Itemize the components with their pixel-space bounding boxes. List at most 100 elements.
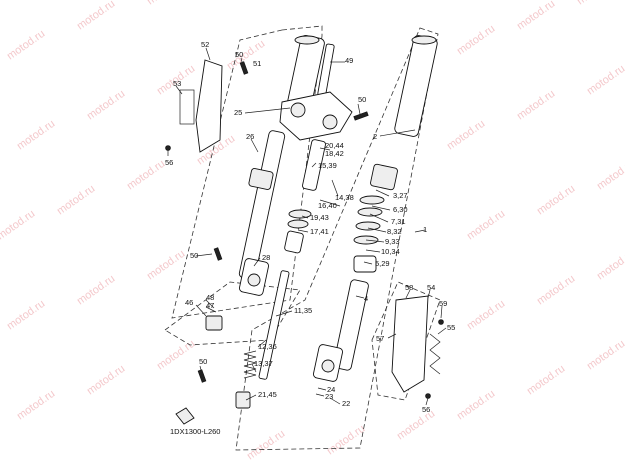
watermark-text: motod.ru [585,63,625,98]
leader-25 [244,107,291,114]
right-fork-guard [391,295,429,393]
watermark-text: motod.ru [585,338,625,373]
callout-7-31: 7,31 [391,217,406,226]
leader-13-37 [251,363,257,373]
piston-metal [353,255,377,273]
watermark-text: motod.ru [5,28,47,63]
leader-15-39 [311,162,317,168]
right-fork-assembly [313,35,438,382]
watermark-text: motod.ru [75,0,117,32]
bracket-clamp-left [290,102,306,118]
callout-3-27: 3,27 [393,191,408,200]
callout-1: 1 [423,225,427,234]
callout-9-33: 9,33 [385,237,400,246]
callout-18-42: 18,42 [325,149,344,158]
callout-6-30: 6,30 [393,205,408,214]
screw-56-left [165,145,171,151]
callout-50-left: 50 [190,251,198,260]
watermark-text: motod.ru [395,408,437,443]
watermark-text: motod.ru [595,158,625,193]
drain-bolt [205,315,223,331]
left-axle-hole [247,273,261,287]
callout-5-29: 5,29 [375,259,390,268]
lower-left-group-outline [164,281,301,346]
oil-seal [359,195,385,205]
leader-52 [205,47,211,61]
right-inner-tube [333,279,369,371]
leader-5-29 [363,261,373,265]
spring-seat [288,209,312,219]
clip [357,207,383,217]
leader-19-43 [301,215,309,219]
leader-8-32 [367,227,387,233]
leader-59 [440,305,443,319]
watermark-text: motod.ru [5,298,47,333]
watermark-text: motod.ru [455,388,497,423]
callout-labels: 52 50 51 49 53 50 25 26 2 20,44 18,42 56… [165,40,455,436]
guard-grille [429,333,441,375]
callout-14-38: 14,38 [335,193,354,202]
callout-16-40: 16,40 [318,201,337,210]
callout-52: 52 [201,40,209,49]
leader-17-41 [297,229,309,233]
brake-hose-holder [175,407,195,425]
bracket-clamp-right [322,114,338,130]
watermark-text: motod.ru [0,208,37,243]
callout-19-43: 19,43 [310,213,329,222]
callout-20-44: 20,44 [325,141,344,150]
watermark-text: motod.ru [465,208,507,243]
callout-23: 23 [325,392,333,401]
rebound-spring [243,350,257,379]
callout-55: 55 [447,323,455,332]
watermark-text: motod.ru [85,363,127,398]
leader-23 [315,393,325,397]
base-valve [235,391,251,409]
leader-9-33 [365,239,385,243]
callout-28: 28 [262,253,270,262]
callout-17-41: 17,41 [310,227,329,236]
leader-22 [329,397,341,405]
callout-24: 24 [327,385,335,394]
callout-58: 58 [405,283,413,292]
leader-26 [250,138,259,153]
callout-53: 53 [173,79,181,88]
leader-58 [405,289,411,299]
callout-59: 59 [439,299,447,308]
watermark-text: motod.ru [445,118,487,153]
diagram-code: 1DX1300-L260 [170,427,220,436]
watermark-text: motod.ru [75,273,117,308]
collar [284,230,304,254]
callout-21-45: 21,45 [258,390,277,399]
bolt-50-bottom [197,369,207,383]
leader-2 [379,129,416,137]
leader-54 [427,289,431,299]
right-tube-cap [411,35,437,45]
watermark-text: motod.ru [15,118,57,153]
callout-2: 2 [373,132,377,141]
leader-20-44 [319,147,331,151]
leader-16-40 [319,199,341,207]
callout-11-35: 11,35 [294,306,312,315]
watermark-text: motod.ru [85,88,127,123]
leader-50-bottom [199,365,203,375]
leader-21-45 [245,394,257,401]
callout-12-36: 12,36 [258,342,277,351]
callout-46: 46 [185,298,193,307]
callout-50-right: 50 [358,95,366,104]
callout-57: 57 [376,334,384,343]
screw-56-right [425,393,431,399]
leader-12-36 [257,339,267,348]
washer [355,221,381,231]
leader-28 [253,257,261,267]
callout-22: 22 [342,399,350,408]
right-axle-hole [321,359,335,373]
callout-10-34: 10,34 [381,247,400,256]
fork-guards [179,59,441,393]
leader-lines [167,47,447,406]
leader-50-right [357,103,361,115]
watermark-text: motod.ru [145,0,187,7]
leader-7-31 [369,213,389,223]
steering-crown-assembly [279,43,369,141]
watermark-text: motod.ru [515,88,557,123]
